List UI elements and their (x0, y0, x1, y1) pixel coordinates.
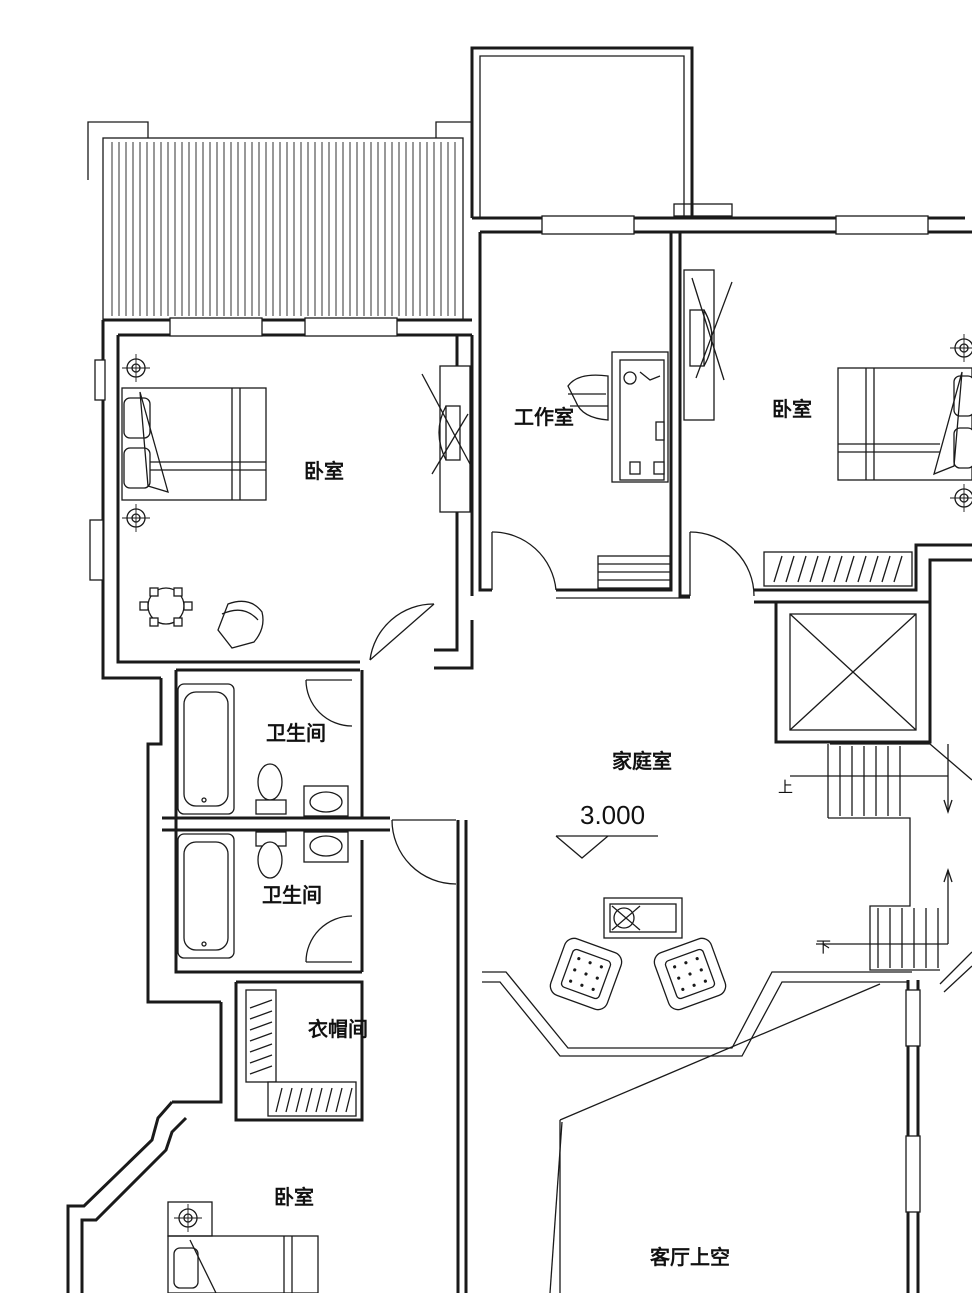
hanger (785, 555, 795, 583)
bath-fixtures-1 (177, 683, 349, 817)
upholstery-dot (599, 965, 603, 969)
cloakroom-hangers (245, 989, 357, 1117)
balcony-north (470, 46, 733, 218)
doors (305, 531, 755, 963)
hanger (249, 1021, 273, 1031)
hanger (845, 555, 855, 583)
upholstery-dot (673, 965, 677, 969)
armchair-left (549, 937, 623, 1011)
upholstery-dot (577, 957, 581, 961)
label-stair-up: 上 (778, 778, 793, 796)
hanger (285, 1087, 293, 1113)
balcony-nw (87, 121, 473, 321)
wardrobe-tv-ne (683, 269, 733, 421)
label-elevation: 3.000 (580, 800, 645, 830)
upholstery-dot (569, 979, 573, 983)
hanger (857, 555, 867, 583)
upholstery-dot (584, 972, 588, 976)
hanger (295, 1087, 303, 1113)
desk-study (567, 351, 669, 483)
hanger (305, 1087, 313, 1113)
hanger (893, 555, 903, 583)
upholstery-dot (695, 957, 699, 961)
label-family-room: 家庭室 (612, 749, 672, 773)
upholstery-dot (591, 987, 595, 991)
bed-nw (121, 354, 267, 532)
label-stair-down: 下 (816, 938, 831, 956)
hanger (821, 555, 831, 583)
closet-ne (763, 551, 913, 587)
hanger (249, 999, 273, 1009)
upholstery-dot (688, 972, 692, 976)
hanger (275, 1087, 283, 1113)
hanger (869, 555, 879, 583)
hanger (335, 1087, 343, 1113)
upholstery-dot (573, 968, 577, 972)
hanger (249, 1043, 273, 1053)
label-bedroom-nw: 卧室 (304, 459, 344, 483)
hanger (249, 1032, 273, 1042)
hanger (881, 555, 891, 583)
hanger (249, 1065, 273, 1075)
wardrobe-tv-nw (421, 365, 471, 513)
balcony-railing (111, 142, 456, 316)
upholstery-dot (699, 968, 703, 972)
armchair-right (653, 937, 727, 1011)
label-cloakroom: 衣帽间 (308, 1017, 368, 1041)
hanger (345, 1087, 353, 1113)
staircase (790, 743, 972, 993)
upholstery-dot (703, 979, 707, 983)
elevation-marker (555, 835, 658, 859)
upholstery-dot (595, 976, 599, 980)
hanger (249, 1010, 273, 1020)
hanger (797, 555, 807, 583)
upholstery-dot (684, 961, 688, 965)
hanger (325, 1087, 333, 1113)
label-study: 工作室 (514, 405, 574, 429)
label-bathroom-1: 卫生间 (266, 721, 326, 745)
bay-window (482, 971, 912, 1057)
coffee-table (603, 897, 683, 939)
stair-study (597, 555, 671, 589)
label-bedroom-ne: 卧室 (772, 397, 812, 421)
label-living-void: 客厅上空 (649, 1245, 730, 1269)
upholstery-dot (588, 961, 592, 965)
hanger (249, 1054, 273, 1064)
hanger (315, 1087, 323, 1113)
hanger (833, 555, 843, 583)
living-void-edge (559, 983, 881, 1121)
table-chairs-nw (139, 587, 264, 649)
hanger (773, 555, 783, 583)
hanger (809, 555, 819, 583)
upholstery-dot (677, 976, 681, 980)
upholstery-dot (692, 983, 696, 987)
upholstery-dot (681, 987, 685, 991)
bed-ne (837, 334, 972, 512)
bath-fixtures-2 (177, 831, 349, 959)
upholstery-dot (580, 983, 584, 987)
label-bedroom-sw: 卧室 (274, 1185, 314, 1209)
walls (66, 215, 972, 1293)
label-bathroom-2: 卫生间 (262, 883, 322, 907)
bed-sw (167, 1201, 319, 1293)
